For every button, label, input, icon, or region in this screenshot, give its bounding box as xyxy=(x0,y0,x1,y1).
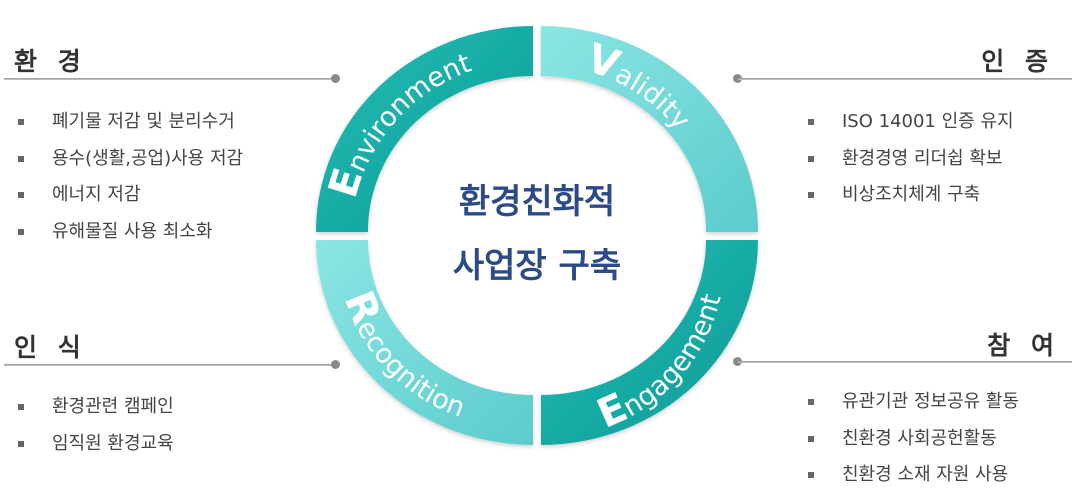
list-environment: 폐기물 저감 및 분리수거 용수(생활,공업)사용 저감 에너지 저감 유해물질… xyxy=(18,104,243,250)
bullet-icon xyxy=(808,435,814,442)
bullet-icon xyxy=(18,192,24,198)
list-item: ISO 14001 인증 유지 xyxy=(808,104,1014,141)
bullet-icon xyxy=(808,472,814,478)
connector-dot-environment xyxy=(331,74,340,83)
divider-certification xyxy=(738,78,1072,80)
list-item: 에너지 저감 xyxy=(18,177,243,214)
bullet-icon xyxy=(18,119,24,125)
bullet-icon xyxy=(808,399,814,405)
divider-participation xyxy=(738,361,1072,363)
list-participation: 유관기관 정보공유 활동 친환경 사회공헌활동 친환경 소재 자원 사용 xyxy=(808,384,1019,494)
connector-dot-recognition xyxy=(331,360,340,369)
list-item: 환경관련 캠페인 xyxy=(18,389,174,426)
section-title-participation: 참 여 xyxy=(987,331,1060,360)
bullet-icon xyxy=(18,155,24,162)
center-title-line2: 사업장 구축 xyxy=(453,246,621,286)
bullet-icon xyxy=(808,155,814,162)
segment-validity xyxy=(541,26,759,232)
connector-dot-participation xyxy=(733,357,742,366)
center-title-line1: 환경친화적 xyxy=(459,182,615,222)
section-title-recognition: 인 식 xyxy=(14,333,87,362)
segment-engagement xyxy=(541,240,758,445)
bullet-icon xyxy=(18,228,24,235)
list-item: 폐기물 저감 및 분리수거 xyxy=(18,104,243,141)
segment-recognition xyxy=(316,240,533,445)
section-title-certification: 인 증 xyxy=(981,47,1054,76)
list-certification: ISO 14001 인증 유지 환경경영 리더쉽 확보 비상조치체계 구축 xyxy=(808,104,1014,214)
section-title-environment: 환 경 xyxy=(14,47,87,76)
list-item: 용수(생활,공업)사용 저감 xyxy=(18,141,243,178)
bullet-icon xyxy=(808,119,814,125)
connector-dot-certification xyxy=(733,74,742,83)
list-item: 환경경영 리더쉽 확보 xyxy=(808,141,1014,178)
list-recognition: 환경관련 캠페인 임직원 환경교육 xyxy=(18,389,174,462)
list-item: 임직원 환경교육 xyxy=(18,426,174,463)
list-item: 친환경 소재 자원 사용 xyxy=(808,457,1019,494)
bullet-icon xyxy=(808,192,814,198)
bullet-icon xyxy=(18,440,24,447)
divider-environment xyxy=(4,78,336,80)
list-item: 유관기관 정보공유 활동 xyxy=(808,384,1019,421)
segment-environment xyxy=(315,26,533,232)
list-item: 비상조치체계 구축 xyxy=(808,177,1014,214)
list-item: 친환경 사회공헌활동 xyxy=(808,421,1019,458)
bullet-icon xyxy=(18,404,24,410)
list-item: 유해물질 사용 최소화 xyxy=(18,214,243,251)
divider-recognition xyxy=(4,364,336,366)
